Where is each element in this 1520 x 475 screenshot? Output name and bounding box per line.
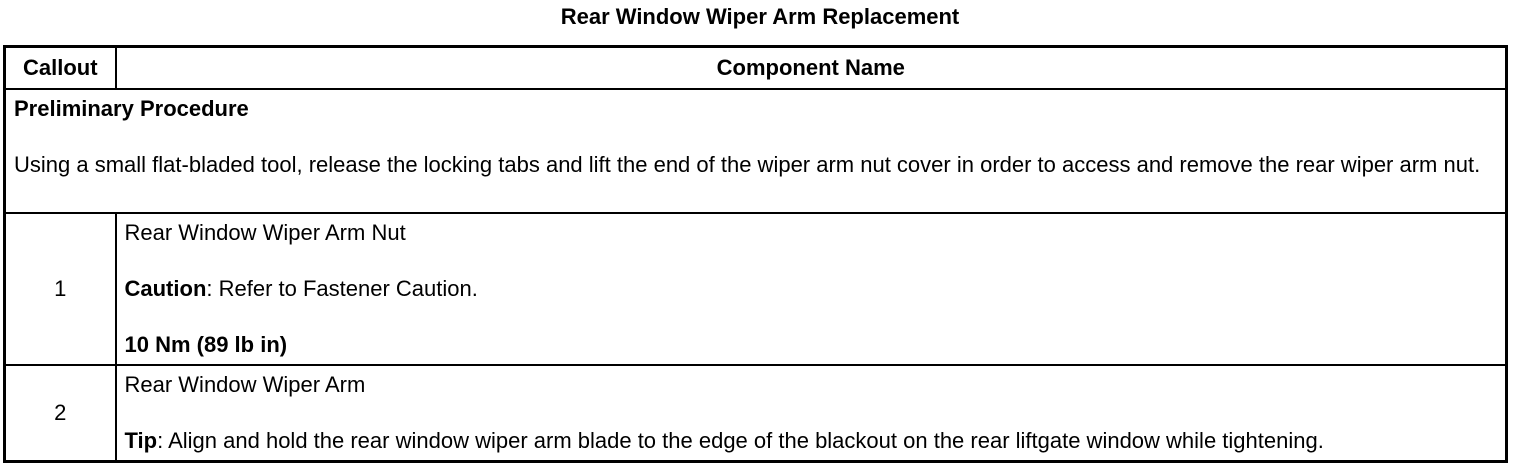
- preliminary-procedure-row: Preliminary Procedure Using a small flat…: [3, 88, 1508, 214]
- table-row: 2 Rear Window Wiper Arm Tip: Align and h…: [3, 364, 1508, 463]
- callout-number-2: 2: [3, 364, 117, 463]
- tip-label: Tip: [124, 428, 158, 453]
- component-cell-1: Rear Window Wiper Arm Nut Caution: Refer…: [114, 212, 1508, 366]
- page-title: Rear Window Wiper Arm Replacement: [560, 4, 960, 29]
- table-header-row: Callout Component Name: [3, 45, 1508, 90]
- component-cell-2: Rear Window Wiper Arm Tip: Align and hol…: [114, 364, 1508, 463]
- preliminary-procedure-heading: Preliminary Procedure: [14, 96, 249, 121]
- column-header-callout: Callout: [3, 45, 117, 90]
- table-row: 1 Rear Window Wiper Arm Nut Caution: Ref…: [3, 212, 1508, 366]
- component-caution-line: Caution: Refer to Fastener Caution.: [125, 275, 1502, 303]
- caution-text: : Refer to Fastener Caution.: [206, 276, 478, 301]
- preliminary-procedure-cell: Preliminary Procedure Using a small flat…: [3, 88, 1508, 214]
- callout-number-1: 1: [3, 212, 117, 366]
- tip-text: : Align and hold the rear window wiper a…: [157, 428, 1324, 453]
- torque-spec: 10 Nm (89 lb in): [124, 332, 288, 357]
- component-table: Callout Component Name Preliminary Proce…: [3, 45, 1508, 463]
- column-header-component-name: Component Name: [114, 45, 1508, 90]
- preliminary-procedure-text: Using a small flat-bladed tool, release …: [14, 152, 1481, 177]
- component-tip-line: Tip: Align and hold the rear window wipe…: [125, 427, 1502, 455]
- component-name-2: Rear Window Wiper Arm: [124, 372, 366, 397]
- caution-label: Caution: [124, 276, 207, 301]
- component-name-1: Rear Window Wiper Arm Nut: [124, 220, 406, 245]
